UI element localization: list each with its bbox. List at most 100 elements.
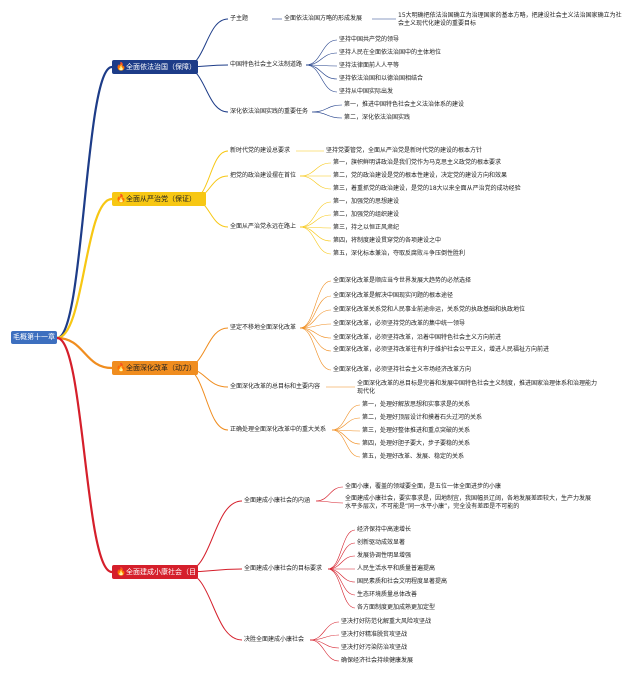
leaf-item[interactable]: 第三，持之以恒正风肃纪 bbox=[333, 224, 400, 231]
link-branch-topic bbox=[183, 571, 243, 641]
link-topic-leaf bbox=[305, 39, 338, 66]
leaf-item[interactable]: 全面建成小康社会，要实事求是，因地制宜，我国幅员辽阔，各地发展差距较大，生产力发… bbox=[345, 495, 592, 510]
link-root-branch bbox=[56, 336, 113, 370]
leaf-item[interactable]: 创新驱动成效显著 bbox=[357, 539, 406, 546]
link-topic-leaf bbox=[299, 327, 332, 371]
branch-label: 全面深化改革（动力） bbox=[126, 364, 196, 372]
leaf-item[interactable]: 坚决打好污染防治攻坚战 bbox=[341, 644, 408, 651]
leaf-item[interactable]: 生态环境质量总体改善 bbox=[357, 591, 418, 598]
link-topic-leaf bbox=[299, 175, 332, 190]
topic-connotation[interactable]: 全面建成小康社会的内涵 bbox=[244, 497, 311, 504]
topic-goal-requirements[interactable]: 全面建成小康社会的目标要求 bbox=[244, 565, 323, 572]
link-topic-leaf bbox=[309, 639, 340, 662]
link-topic-leaf bbox=[327, 555, 356, 570]
leaf-item[interactable]: 经济保持中高速增长 bbox=[357, 526, 412, 533]
leaf-item[interactable]: 第一，处理好解放思想和实事求是的关系 bbox=[362, 401, 471, 408]
link-topic-leaf bbox=[309, 634, 340, 641]
leaf-item[interactable]: 坚持从中国实际出发 bbox=[339, 88, 394, 95]
leaf-item[interactable]: 15大明确把依法治国确立为治理国家的基本方略，把建设社会主义法治国家确立为社会主… bbox=[398, 12, 622, 27]
topic-political-building[interactable]: 把党的政治建设摆在首位 bbox=[230, 172, 297, 179]
topic-always-on-road[interactable]: 全面从严治党永远在路上 bbox=[230, 223, 297, 230]
branch-rule-of-law[interactable]: 🔥全面依法治国（保障） bbox=[112, 60, 198, 74]
link-branch-topic bbox=[183, 500, 243, 573]
leaf-item[interactable]: 坚持人民在全面依法治国中的主体地位 bbox=[339, 49, 442, 56]
link-topic-leaf bbox=[299, 226, 332, 242]
leaf-item[interactable]: 人民生活水平和质量普遍提高 bbox=[357, 565, 436, 572]
leaf-item[interactable]: 坚持法律面前人人平等 bbox=[339, 62, 400, 69]
leaf-item[interactable]: 坚决打好防范化解重大风险攻坚战 bbox=[341, 618, 432, 625]
topic-subtopic[interactable]: 子主题 bbox=[230, 15, 249, 22]
leaf-item[interactable]: 全面深化改革关系党和人民事业前途命运，关系党的执政基础和执政地位 bbox=[333, 306, 526, 313]
leaf-item[interactable]: 全面深化改革是解决中国现实问题的根本途径 bbox=[333, 292, 454, 299]
link-topic-leaf bbox=[299, 280, 332, 329]
root-node[interactable]: 毛概第十一章 bbox=[11, 331, 57, 344]
leaf-item[interactable]: 全面小康，覆盖的领域要全面，是五位一体全面进步的小康 bbox=[345, 483, 502, 490]
leaf-item[interactable]: 确保经济社会持续健康发展 bbox=[341, 657, 414, 664]
branch-label: 全面建成小康社会（目标） bbox=[126, 568, 196, 590]
leaf-item[interactable]: 第一，推进中国特色社会主义法治体系的建设 bbox=[344, 101, 465, 108]
leaf-item[interactable]: 第三，着重抓党的政治建设，是党的18大以来全面从严治党的成功经验 bbox=[333, 185, 521, 192]
leaf-item[interactable]: 全面深化改革是顺应当今世界发展大趋势的必然选择 bbox=[333, 277, 472, 284]
link-topic-leaf bbox=[327, 568, 356, 596]
link-topic-leaf bbox=[327, 568, 356, 609]
link-topic-leaf bbox=[315, 486, 344, 502]
leaf-item[interactable]: 各方面制度更加成熟更加定型 bbox=[357, 604, 436, 611]
link-topic-leaf bbox=[299, 309, 332, 329]
leaf-item[interactable]: 全面深化改革，必须坚持社会主义市场经济改革方向 bbox=[333, 366, 472, 373]
link-root-branch bbox=[56, 197, 113, 340]
link-topic-leaf bbox=[309, 639, 340, 649]
link-root-branch bbox=[56, 336, 113, 574]
branch-label: 全面依法治国（保障） bbox=[126, 63, 196, 71]
leaf-item[interactable]: 坚持依法治国和以德治国相结合 bbox=[339, 75, 424, 82]
link-topic-leaf bbox=[331, 404, 361, 431]
leaf-item[interactable]: 第一，加强党的思想建设 bbox=[333, 198, 400, 205]
topic-key-tasks[interactable]: 深化依法治国实践的重要任务 bbox=[230, 108, 309, 115]
leaf-item[interactable]: 第四，将制度建设贯穿党的各项建设之中 bbox=[333, 237, 442, 244]
leaf-item[interactable]: 全面深化改革，必须坚持改革往有利于维护社会公平正义，增进人民福祉方向前进 bbox=[333, 346, 550, 353]
link-topic-leaf bbox=[299, 201, 332, 228]
link-topic-leaf bbox=[309, 621, 340, 641]
leaf-item[interactable]: 第二，深化依法治国实践 bbox=[344, 114, 411, 121]
leaf-item[interactable]: 第四，处理好胆子要大，步子要稳的关系 bbox=[362, 440, 471, 447]
topic-rule-of-law-formation[interactable]: 全面依法治国方略的形成发展 bbox=[284, 15, 363, 22]
topic-major-relations[interactable]: 正确处理全面深化改革中的重大关系 bbox=[230, 426, 327, 433]
leaf-item[interactable]: 坚持中国共产党的领导 bbox=[339, 36, 400, 43]
link-topic-leaf bbox=[331, 429, 361, 458]
leaf-item[interactable]: 第二，处理好顶层设计和摸着石头过河的关系 bbox=[362, 414, 483, 421]
leaf-item[interactable]: 第二，党的政治建设是党的根本性建设，决定党的建设方向和效果 bbox=[333, 172, 508, 179]
link-topic-leaf bbox=[305, 52, 338, 66]
fire-icon: 🔥 bbox=[116, 62, 126, 71]
link-topic-leaf bbox=[315, 500, 344, 504]
leaf-item[interactable]: 第五，处理好改革、发展、稳定的关系 bbox=[362, 453, 465, 460]
branch-moderately-prosperous[interactable]: 🔥全面建成小康社会（目标） bbox=[112, 565, 198, 590]
link-topic-leaf bbox=[327, 529, 356, 570]
branch-party-discipline[interactable]: 🔥全面从严治党（保证） bbox=[112, 192, 206, 206]
topic-legal-path[interactable]: 中国特色社会主义法制道路 bbox=[230, 61, 303, 68]
leaf-item[interactable]: 发展协调性明显增强 bbox=[357, 552, 412, 559]
fire-icon: 🔥 bbox=[116, 567, 126, 576]
leaf-item[interactable]: 全面深化改革，必须坚持党的改革的集中统一领导 bbox=[333, 320, 466, 327]
link-topic-leaf bbox=[311, 104, 343, 113]
leaf-item[interactable]: 第五，深化标本兼治，夺取反腐败斗争压倒性胜利 bbox=[333, 250, 466, 257]
leaf-item[interactable]: 坚持党要管党，全面从严治党是新时代党的建设的根本方针 bbox=[326, 147, 483, 154]
link-topic-leaf bbox=[299, 214, 332, 228]
link-topic-leaf bbox=[331, 429, 361, 445]
leaf-item[interactable]: 第一，旗帜鲜明讲政治是我们党作为马克思主义政党的根本要求 bbox=[333, 159, 502, 166]
leaf-item[interactable]: 全面深化改革，必须坚持改革，沿着中国特色社会主义方向前进 bbox=[333, 334, 502, 341]
topic-decisive-victory[interactable]: 决胜全面建成小康社会 bbox=[244, 636, 305, 643]
branch-label: 全面从严治党（保证） bbox=[126, 195, 196, 203]
leaf-item[interactable]: 坚决打好精准脱贫攻坚战 bbox=[341, 631, 408, 638]
topic-overall-goal[interactable]: 全面深化改革的总目标和主要内容 bbox=[230, 383, 321, 390]
link-topic-leaf bbox=[299, 226, 332, 255]
topic-firmly-reform[interactable]: 坚定不移地全面深化改革 bbox=[230, 324, 297, 331]
leaf-item[interactable]: 第三，处理好整体推进和重点突破的关系 bbox=[362, 427, 471, 434]
leaf-item[interactable]: 全面深化改革的总目标是完善和发展中国特色社会主义制度，推进国家治理体系和治理能力… bbox=[357, 380, 598, 395]
link-topic-leaf bbox=[327, 568, 356, 583]
topic-general-requirement[interactable]: 新时代党的建设总要求 bbox=[230, 147, 291, 154]
leaf-item[interactable]: 国民素质和社会文明程度显著提高 bbox=[357, 578, 448, 585]
leaf-item[interactable]: 第二，加强党的组织建设 bbox=[333, 211, 400, 218]
branch-deepen-reform[interactable]: 🔥全面深化改革（动力） bbox=[112, 361, 198, 375]
link-topic-leaf bbox=[299, 295, 332, 329]
